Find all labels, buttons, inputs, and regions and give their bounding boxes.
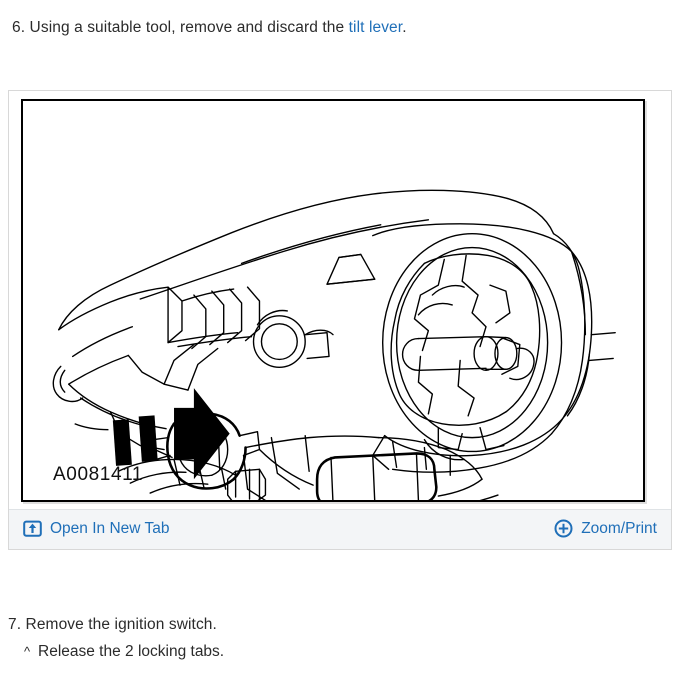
step-6-number: 6.	[12, 19, 26, 36]
instruction-step-6: 6. Using a suitable tool, remove and dis…	[12, 18, 407, 38]
instruction-substep: ^ Release the 2 locking tabs.	[24, 642, 224, 662]
zoom-print-label: Zoom/Print	[581, 519, 657, 537]
open-in-new-tab-icon	[23, 519, 42, 538]
figure-action-bar: Open In New Tab Zoom/Print	[9, 509, 671, 549]
step-6-text-before: Using a suitable tool, remove and discar…	[25, 19, 349, 36]
step-7-number: 7.	[8, 616, 22, 633]
substep-bullet: ^	[24, 644, 31, 659]
figure-frame[interactable]: A0081411	[21, 99, 645, 502]
zoom-plus-icon	[554, 519, 573, 538]
instruction-step-7: 7. Remove the ignition switch.	[8, 615, 217, 635]
open-in-new-tab-button[interactable]: Open In New Tab	[23, 519, 169, 538]
direction-arrow	[112, 388, 230, 480]
open-in-new-tab-label: Open In New Tab	[50, 519, 170, 537]
figure-id-label: A0081411	[53, 464, 144, 485]
substep-text: Release the 2 locking tabs.	[38, 643, 225, 660]
technical-line-drawing	[52, 189, 616, 500]
tilt-lever-link[interactable]: tilt lever	[348, 19, 403, 36]
step-7-text: Remove the ignition switch.	[21, 616, 217, 633]
zoom-print-button[interactable]: Zoom/Print	[554, 519, 657, 538]
figure-container: A0081411 Open In New Tab Zoom/Print	[8, 90, 672, 550]
step-6-text-after: .	[402, 19, 407, 36]
